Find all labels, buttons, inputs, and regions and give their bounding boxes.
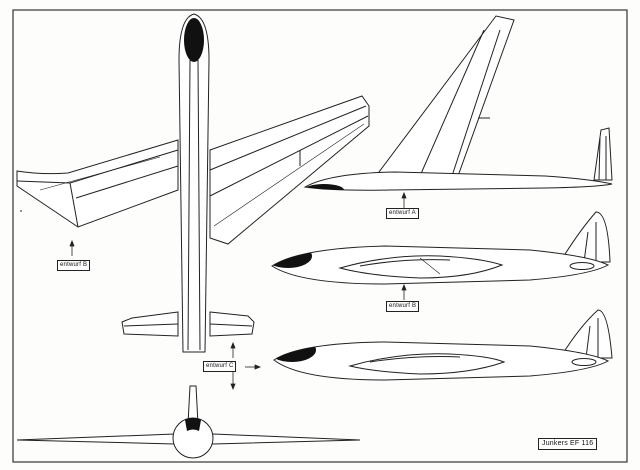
plan-view: [16, 13, 370, 353]
side-c-wing-root: [348, 353, 506, 375]
side-b-fin: [559, 211, 611, 263]
fuselage-plan: [178, 13, 210, 353]
front-view: [16, 385, 361, 459]
side-b-fuselage: [271, 245, 610, 285]
label-entwurf-c: entwurf C: [203, 361, 237, 372]
right-wing-plan: [209, 95, 370, 245]
label-entwurf-b-top: entwurf B: [57, 260, 91, 271]
callout-arrows: [69, 191, 407, 391]
title-block: Junkers EF 116: [538, 438, 598, 450]
left-wing-plan: [16, 139, 179, 228]
side-b-wing-root: [338, 255, 504, 279]
side-c-fin: [559, 309, 613, 359]
side-c-fuselage: [273, 341, 610, 381]
label-entwurf-b-side: entwurf B: [386, 301, 420, 312]
sheet-border: [12, 9, 628, 463]
side-a-fuselage: [303, 171, 613, 191]
side-view-a: [303, 15, 613, 191]
intake-plan: [184, 18, 204, 62]
tailplane-plan: [121, 311, 179, 337]
label-entwurf-a: entwurf A: [386, 208, 419, 219]
side-view-c: [273, 309, 613, 381]
